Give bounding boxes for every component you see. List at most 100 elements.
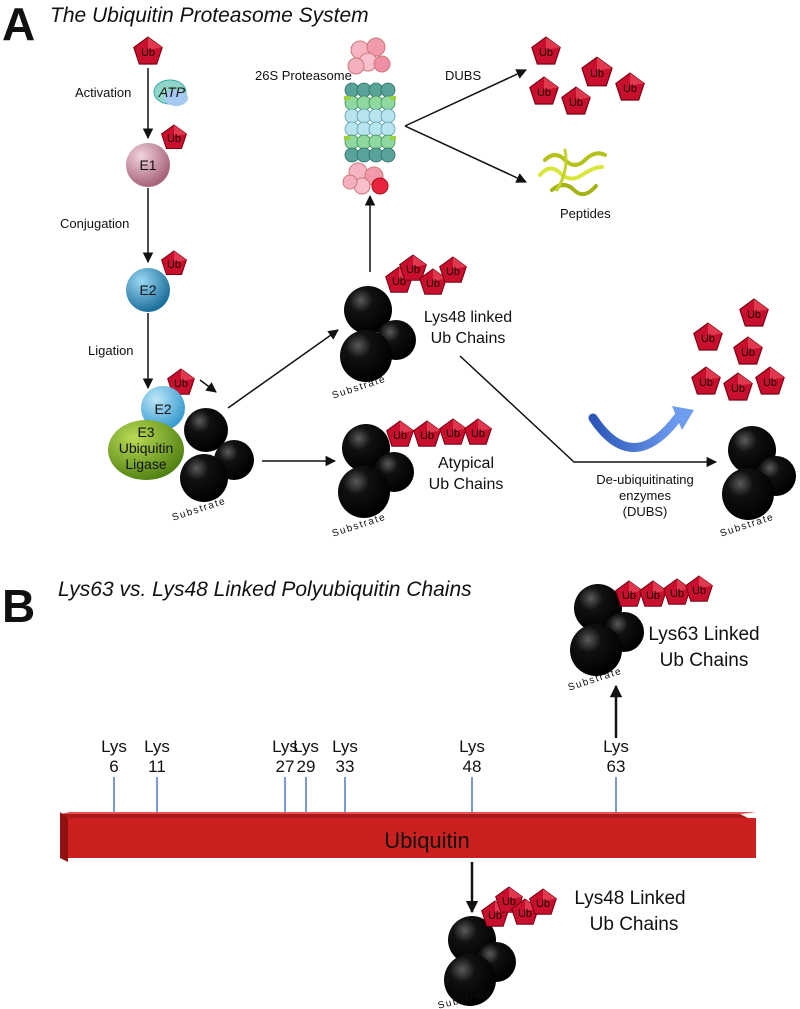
lys48-linked-bottom-label-1: Lys48 Linked [574, 888, 685, 909]
to-dubs-arrow [404, 69, 527, 127]
ligation-label: Ligation [88, 343, 134, 358]
conjugation-label: Conjugation [60, 216, 129, 231]
svg-text:Ub: Ub [623, 83, 637, 95]
svg-text:Ub: Ub [174, 378, 188, 390]
panel-b-letter: B [2, 580, 35, 632]
ub-chain-lys63: Ub Ub Ub Ub [615, 575, 713, 607]
svg-text:Ub: Ub [167, 133, 181, 145]
svg-text:Ub: Ub [670, 588, 684, 600]
lys48-linked-label-1: Lys48 linked [424, 309, 512, 326]
proteasome-icon [342, 37, 396, 195]
ubiquitin-bar [60, 812, 756, 862]
dub-release-arrowhead [672, 406, 694, 430]
svg-text:Ub: Ub [406, 264, 420, 276]
atypical-label-1: Atypical [438, 455, 494, 472]
svg-text:Ub: Ub [488, 910, 502, 922]
ub-chain-atypical: Ub Ub Ub Ub [386, 418, 492, 447]
free-ub-group: Ub Ub Ub Ub Ub [529, 36, 645, 115]
e2-bound-label: E2 [154, 401, 171, 417]
svg-text:Ub: Ub [446, 428, 460, 440]
svg-text:Ub: Ub [741, 347, 755, 359]
dub-release-arc [588, 411, 684, 452]
atp-icon: ATP [153, 79, 188, 106]
svg-text:Ub: Ub [622, 590, 636, 602]
activation-label: Activation [75, 85, 131, 100]
ub-chain-lys48-bottom: Ub Ub Ub Ub [481, 886, 557, 927]
ub-icon: Ub [133, 36, 163, 65]
lysine-label: Lys [332, 737, 358, 756]
panel-b-title: Lys63 vs. Lys48 Linked Polyubiquitin Cha… [58, 578, 472, 601]
svg-text:Ub: Ub [747, 309, 761, 321]
svg-text:Ub: Ub [646, 590, 660, 602]
substrate-blob [444, 916, 516, 1006]
e3-label-2: Ubiquitin [119, 440, 173, 456]
panel-a-letter: A [2, 0, 35, 50]
lysine-label: Lys [144, 737, 170, 756]
lysine-label: Lys [101, 737, 127, 756]
svg-text:Ub: Ub [537, 87, 551, 99]
svg-text:Ub: Ub [731, 383, 745, 395]
panel-a-title: The Ubiquitin Proteasome System [50, 4, 369, 27]
deubiquitinating-label-1: De-ubiquitinating [596, 472, 694, 487]
free-ub-group: Ub Ub Ub Ub Ub Ub [691, 298, 785, 401]
e2-label: E2 [139, 282, 156, 298]
lysine-number: 48 [463, 757, 482, 776]
lysine-number: 29 [297, 757, 316, 776]
to-peptides-arrow [404, 125, 527, 183]
lysine-number: 33 [336, 757, 355, 776]
lysine-number: 27 [276, 757, 295, 776]
svg-text:Ub: Ub [426, 278, 440, 290]
lysine-label: Lys [272, 737, 298, 756]
lysine-number: 11 [148, 757, 166, 776]
svg-text:Ub: Ub [763, 377, 777, 389]
deubiquitinating-label-3: (DUBS) [623, 504, 668, 519]
svg-text:Ub: Ub [701, 333, 715, 345]
ub-chain-lys48: Ub Ub Ub Ub [385, 254, 467, 295]
lysine-number: 63 [607, 757, 626, 776]
svg-text:Ub: Ub [569, 97, 583, 109]
lys48-linked-bottom-label-2: Ub Chains [590, 914, 679, 935]
ub-icon: Ub [161, 250, 187, 275]
to-dub-arrow [459, 355, 718, 468]
atypical-label-2: Ub Chains [429, 476, 504, 493]
svg-text:Ub: Ub [518, 908, 532, 920]
to-lys48-arrow [227, 329, 339, 409]
svg-text:Ub: Ub [692, 585, 706, 597]
ub-icon: Ub [167, 368, 195, 395]
dubs-label: DUBS [445, 68, 481, 83]
substrate-blob [338, 424, 414, 518]
e1-node [126, 143, 170, 187]
substrate-blob [570, 584, 644, 676]
e2-node [126, 268, 170, 312]
peptides-icon [538, 148, 607, 197]
substrate-blob [722, 426, 796, 520]
lys48-linked-label-2: Ub Chains [431, 330, 506, 347]
svg-text:ATP: ATP [158, 84, 186, 100]
lys63-linked-label-1: Lys63 Linked [648, 624, 759, 645]
e3-label-3: Ligase [125, 456, 166, 472]
lysine-number: 6 [109, 757, 118, 776]
svg-text:Ub: Ub [590, 68, 604, 80]
svg-text:Ub: Ub [167, 259, 181, 271]
lys63-linked-label-2: Ub Chains [660, 650, 749, 671]
svg-text:Ub: Ub [393, 430, 407, 442]
peptides-label: Peptides [560, 206, 611, 221]
lysine-label: Lys [293, 737, 319, 756]
substrate-blob [180, 408, 254, 502]
svg-text:Ub: Ub [446, 266, 460, 278]
e1-label: E1 [139, 157, 156, 173]
svg-text:Ub: Ub [141, 47, 155, 59]
ubiquitin-bar-label: Ubiquitin [384, 828, 470, 853]
svg-text:Ub: Ub [392, 276, 406, 288]
svg-text:Ub: Ub [699, 377, 713, 389]
svg-text:Ub: Ub [420, 430, 434, 442]
deubiquitinating-label-2: enzymes [619, 488, 672, 503]
lysine-label: Lys [459, 737, 485, 756]
e3-label-1: E3 [137, 424, 154, 440]
ub-transfer-arrow [199, 379, 217, 393]
lysine-label: Lys [603, 737, 629, 756]
e3-ligase-node [108, 420, 184, 480]
svg-text:Ub: Ub [502, 896, 516, 908]
